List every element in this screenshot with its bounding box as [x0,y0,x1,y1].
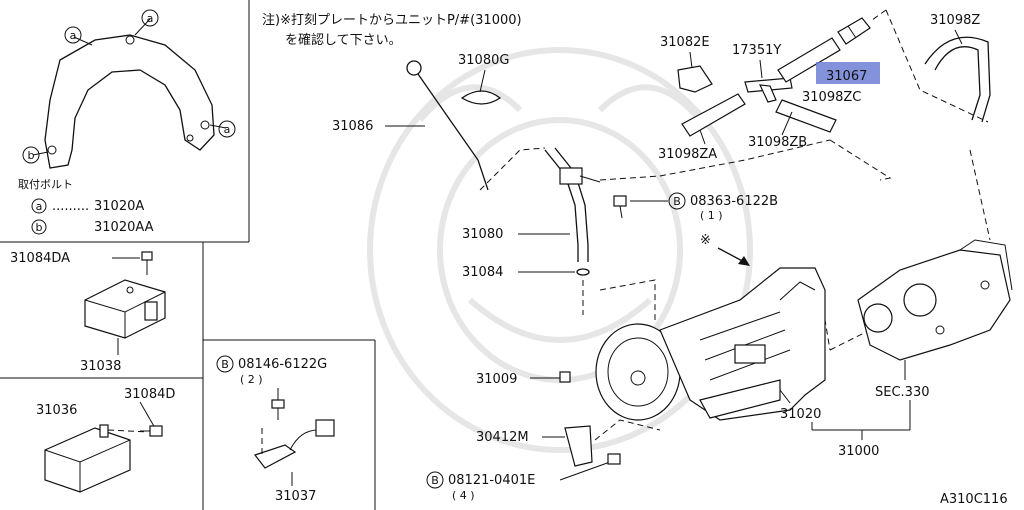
legend-part-b: 31020AA [94,220,154,235]
hose-connector-17351Y [744,77,793,103]
sensor-31037 [254,419,335,469]
label-31080: 31080 [462,227,503,242]
clip-31082E [677,65,713,93]
bolt-08146 [271,399,285,420]
svg-text:B: B [431,474,439,487]
label-31036: 31036 [36,403,77,418]
label-31037: 31037 [275,489,316,504]
label-31082E: 31082E [660,35,710,50]
svg-text:.........: ......... [52,199,89,214]
callout-B-08121: B [426,471,444,489]
label-31098ZC: 31098ZC [802,90,861,105]
panel-borders [0,0,376,510]
hose-31098ZB [775,99,837,133]
callout-a-top-left: a [64,26,82,44]
callout-B-08146: B [216,355,234,373]
note-line-2: を確認して下さい。 [285,32,402,48]
bolt-31084D [140,425,163,437]
o-ring-31084 [576,268,590,276]
control-unit-31036 [44,424,131,493]
bolt-08121 [607,453,621,465]
clip-31080G [460,90,502,105]
label-SEC330: SEC.330 [875,385,930,400]
legend-title: 取付ボルト [18,178,73,191]
control-module-31038 [84,279,166,339]
label-31038: 31038 [80,359,121,374]
svg-text:b: b [36,221,43,234]
hose-31098Z [924,29,991,123]
highlight-31067 [816,62,880,84]
svg-text:a: a [224,123,231,136]
cover-plate-30412M [564,425,593,467]
label-08121: 08121-0401E [448,473,535,488]
label-31098ZB: 31098ZB [748,135,807,150]
label-08363: 08363-6122B [690,194,778,209]
label-31084D: 31084D [124,387,175,402]
diagram-code: A310C116 [940,492,1008,507]
breather-tube-31067 [837,17,871,45]
svg-text:b: b [28,149,35,162]
dipstick-31086 [406,60,489,191]
label-17351Y: 17351Y [732,43,781,58]
label-31067: 31067 [826,69,867,84]
hose-31098ZA [681,93,746,137]
svg-text:a: a [70,29,77,42]
svg-text:a: a [147,12,154,25]
label-31086: 31086 [332,119,373,134]
note-star: ※ [700,233,711,248]
qty-08363: ( 1 ) [700,209,723,222]
label-31084: 31084 [462,265,503,280]
label-31000: 31000 [838,444,879,459]
label-31098Z: 31098Z [930,13,980,28]
qty-08146: ( 2 ) [240,373,263,386]
legend-row-a: a ......... 31020A [31,198,144,214]
svg-text:a: a [36,200,43,213]
drain-plug-31009 [559,371,571,383]
svg-text:B: B [221,358,229,371]
callout-B-08363: B [668,192,686,210]
label-31098ZA: 31098ZA [658,147,717,162]
callout-a-top: a [141,9,159,27]
bolt-31084DA [141,251,153,275]
callout-b-left: b [22,146,40,164]
note-line-1: 注)※打刻プレートからユニットP/#(31000) [262,13,522,28]
legend-row-b: b 31020AA [31,219,154,235]
label-31080G: 31080G [458,53,509,68]
hose-upper [777,37,841,83]
transmission-31020 [595,267,826,421]
callout-a-right: a [218,120,236,138]
svg-text:B: B [673,195,681,208]
qty-08121: ( 4 ) [452,489,475,502]
label-31009: 31009 [476,372,517,387]
label-30412M: 30412M [476,430,529,445]
bracket-31000 [811,400,911,440]
transfer-case-sec330 [857,239,1013,361]
bolt-08363 [613,195,627,219]
view-arrow [717,247,750,266]
legend-part-a: 31020A [94,199,144,214]
label-31020: 31020 [780,407,821,422]
guide-tube-31080 [544,147,601,262]
label-31084DA: 31084DA [10,251,70,266]
label-08146: 08146-6122G [238,357,327,372]
mounting-plate-drawing [32,18,227,169]
